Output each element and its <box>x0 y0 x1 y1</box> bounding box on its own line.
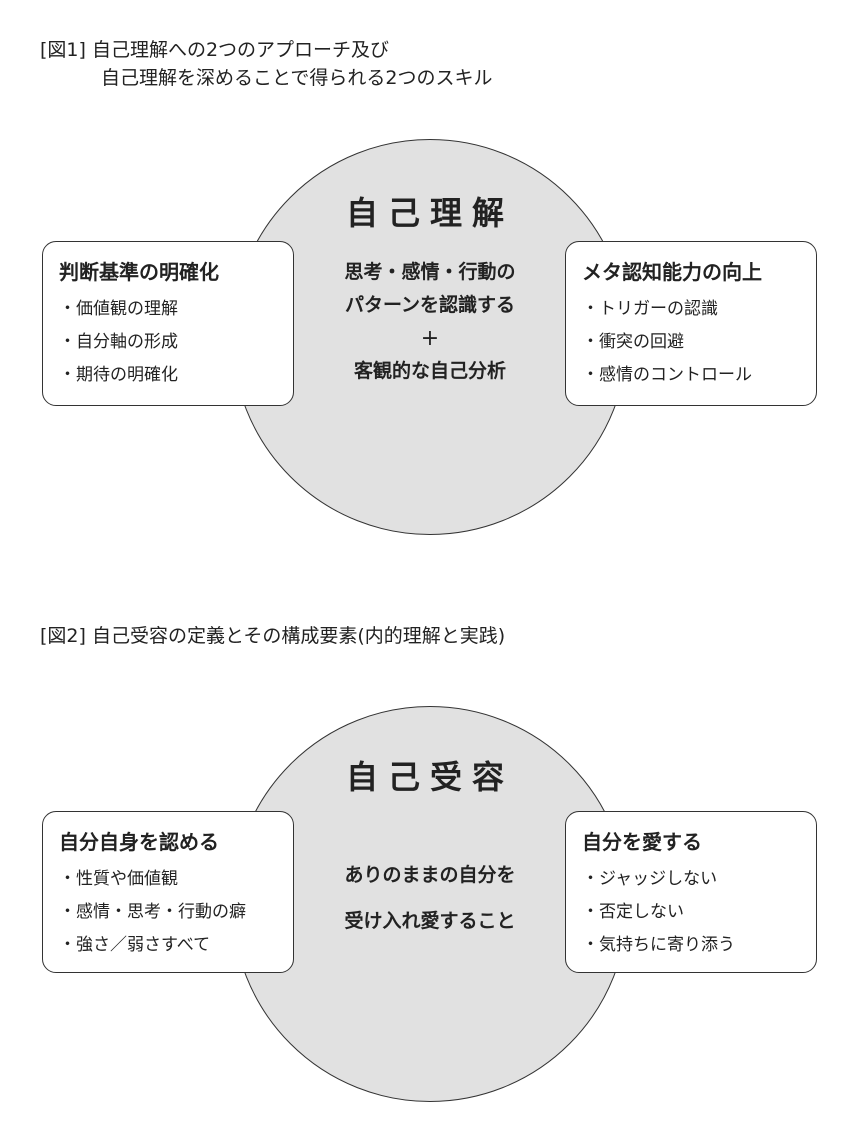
list-item: ・強さ／弱さすべて <box>59 935 211 955</box>
list-item: ・期待の明確化 <box>59 365 178 385</box>
self-acceptance-circle <box>232 706 628 1102</box>
list-item: ・感情のコントロール <box>582 365 752 385</box>
list-item: ・自分軸の形成 <box>59 332 178 352</box>
list-item: ・性質や価値観 <box>59 869 178 889</box>
box-title: 自分を愛する <box>582 830 702 854</box>
circle-title: 自己理解 <box>345 194 514 232</box>
left-skill-box: 判断基準の明確化 ・価値観の理解・自分軸の形成・期待の明確化 <box>42 241 294 406</box>
figure1-caption-line2: 自己理解を深めることで得られる2つのスキル <box>101 67 493 89</box>
right-skill-box: メタ認知能力の向上 ・トリガーの認識・衝突の回避・感情のコントロール <box>565 241 817 406</box>
circle-description: 思考・感情・行動の パターンを認識する + 客観的な自己分析 <box>300 256 560 388</box>
box-title: 自分自身を認める <box>59 830 219 854</box>
box-title: メタ認知能力の向上 <box>582 260 762 284</box>
list-item: ・否定しない <box>582 902 684 922</box>
circle-line: 思考・感情・行動の <box>344 261 516 283</box>
box-title: 判断基準の明確化 <box>59 260 219 284</box>
right-component-box: 自分を愛する ・ジャッジしない・否定しない・気持ちに寄り添う <box>565 811 817 973</box>
circle-title: 自己受容 <box>345 758 514 796</box>
list-item: ・ジャッジしない <box>582 869 718 889</box>
list-item: ・衝突の回避 <box>582 332 684 352</box>
list-item: ・感情・思考・行動の癖 <box>59 902 246 922</box>
plus-sign: + <box>420 326 440 351</box>
circle-line: 受け入れ愛すること <box>344 910 516 932</box>
circle-line: パターンを認識する <box>344 294 516 316</box>
circle-line: 客観的な自己分析 <box>353 360 506 382</box>
figure2-caption: [図2] 自己受容の定義とその構成要素(内的理解と実践) <box>40 625 506 647</box>
circle-description: ありのままの自分を 受け入れ愛すること <box>300 852 560 944</box>
list-item: ・価値観の理解 <box>59 299 178 319</box>
figure1-caption-line1: [図1] 自己理解への2つのアプローチ及び <box>40 39 390 61</box>
list-item: ・気持ちに寄り添う <box>582 935 735 955</box>
left-component-box: 自分自身を認める ・性質や価値観・感情・思考・行動の癖・強さ／弱さすべて <box>42 811 294 973</box>
list-item: ・トリガーの認識 <box>582 299 718 319</box>
circle-line: ありのままの自分を <box>344 864 516 886</box>
self-understanding-circle <box>232 139 628 535</box>
